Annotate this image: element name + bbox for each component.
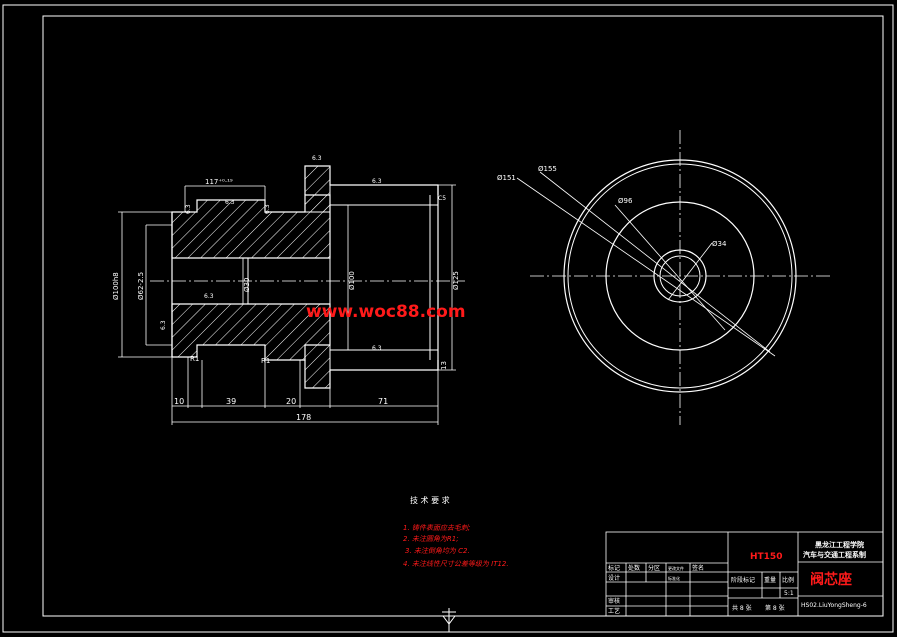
school-line2: 汽车与交通工程系制 xyxy=(803,550,866,559)
surface-mark: 6.3 xyxy=(312,155,322,162)
school-line1: 黑龙江工程学院 xyxy=(815,540,864,549)
dim-d-spline: Ø62-2.5 xyxy=(137,272,145,300)
tech-item: 4. 未注线性尺寸公差等级为 IT12. xyxy=(403,560,509,568)
col-label: 分区 xyxy=(648,564,660,572)
sheet-no: 第 8 张 xyxy=(765,604,785,612)
dim-d-flange-inner: Ø100 xyxy=(348,271,356,290)
outer-frame xyxy=(2,4,894,633)
dim-total: 178 xyxy=(296,413,311,422)
surface-mark: 6.3 xyxy=(160,320,167,330)
dim-d-bore: Ø30 xyxy=(243,278,251,292)
dim-seg4: 71 xyxy=(378,397,388,406)
title-block-text: HT150 黑龙江工程学院 汽车与交通工程系制 阀芯座 HS02.LiuYong… xyxy=(608,540,867,615)
col-label: 处数 xyxy=(628,564,640,572)
end-label: Ø34 xyxy=(712,240,727,248)
title-block xyxy=(605,531,884,617)
dim-top-fit: 117⁺⁰·¹⁹ xyxy=(205,178,233,186)
end-label: Ø96 xyxy=(618,197,633,205)
stage-label: 阶段标记 xyxy=(731,576,755,584)
surface-mark: 6.3 xyxy=(372,178,382,185)
watermark-text: www.woc88.com xyxy=(306,302,466,322)
tech-requirements: 技 术 要 求 1. 铸件表面应去毛刺; 2. 未注圆角为R1; 3. 未注倒角… xyxy=(403,495,509,568)
radius-label-1: R1 xyxy=(190,355,199,363)
sheets-total: 共 8 张 xyxy=(732,604,752,612)
end-view-labels: Ø151 Ø155 Ø96 Ø34 xyxy=(497,165,727,248)
center-mark xyxy=(442,608,456,632)
row-standard: 标准化 xyxy=(668,575,680,581)
col-label: 标记 xyxy=(608,564,620,572)
tech-item: 2. 未注圆角为R1; xyxy=(403,535,459,543)
drawing-name: 阀芯座 xyxy=(810,571,852,588)
row-process: 工艺 xyxy=(608,607,620,615)
end-view xyxy=(516,130,830,425)
dim-d-outer: Ø100h8 xyxy=(112,272,120,300)
row-review: 审核 xyxy=(608,597,620,605)
surface-mark: 6.3 xyxy=(264,204,271,214)
chamfer-c5: C5 xyxy=(438,195,446,202)
section-labels: 117⁺⁰·¹⁹ Ø100h8 Ø62-2.5 Ø30 Ø100 Ø125 10… xyxy=(112,155,460,422)
dim-seg1: 10 xyxy=(174,397,184,406)
section-view xyxy=(150,165,465,389)
tech-item: 1. 铸件表面应去毛刺; xyxy=(403,524,470,532)
col-label: 更改文件 xyxy=(668,565,684,571)
dim-right-small: 13 xyxy=(440,361,448,370)
radius-label-2: R1 xyxy=(261,357,270,365)
dim-d-flange-outer: Ø125 xyxy=(452,271,460,290)
material: HT150 xyxy=(750,552,782,562)
tech-item: 3. 未注倒角均为 C2. xyxy=(405,547,470,555)
drawing-code: HS02.LiuYongSheng-6 xyxy=(801,602,867,609)
surface-mark: 6.3 xyxy=(204,293,214,300)
surface-mark: 6.3 xyxy=(225,199,235,206)
inner-frame xyxy=(42,15,884,617)
scale-label: 比例 xyxy=(782,576,794,584)
dim-seg2: 39 xyxy=(226,397,236,406)
col-label: 签名 xyxy=(692,564,704,572)
surface-mark: 6.3 xyxy=(372,345,382,352)
row-design: 设计 xyxy=(608,574,620,582)
dim-seg3: 20 xyxy=(286,397,296,406)
section-dimensions xyxy=(118,184,456,425)
tech-title: 技 术 要 求 xyxy=(410,495,450,505)
end-label: Ø155 xyxy=(538,165,557,173)
surface-mark: 6.3 xyxy=(185,204,192,214)
weight-label: 重量 xyxy=(764,576,776,584)
end-label: Ø151 xyxy=(497,174,516,182)
scale-value: 5:1 xyxy=(784,590,794,597)
